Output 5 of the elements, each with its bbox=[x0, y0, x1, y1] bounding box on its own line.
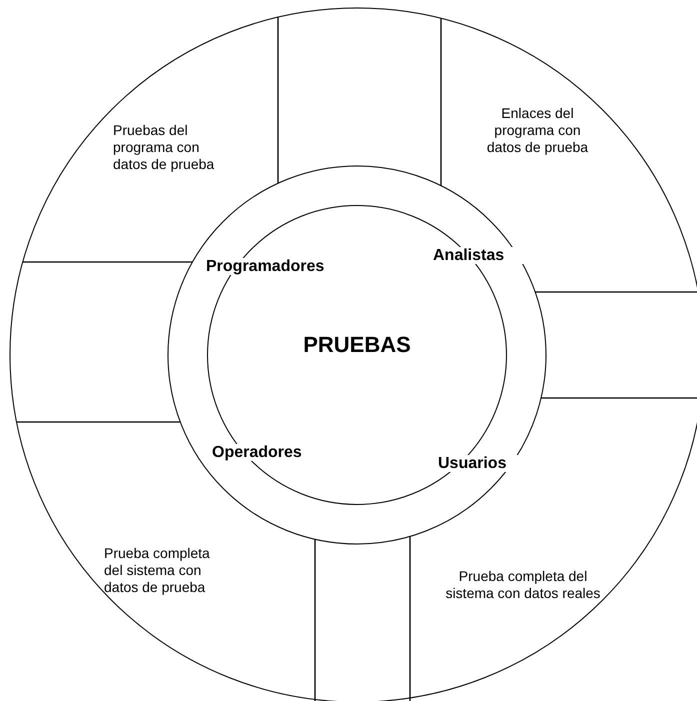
segment-label: Enlaces del programa con datos de prueba bbox=[486, 105, 590, 156]
segment-label: Pruebas del programa con datos de prueba bbox=[113, 122, 216, 173]
segment-label: Prueba completa del sistema con datos reales bbox=[444, 568, 602, 602]
segment-label: Prueba completa del sistema con datos de prueba bbox=[104, 545, 211, 596]
center-title: PRUEBAS bbox=[303, 332, 411, 358]
